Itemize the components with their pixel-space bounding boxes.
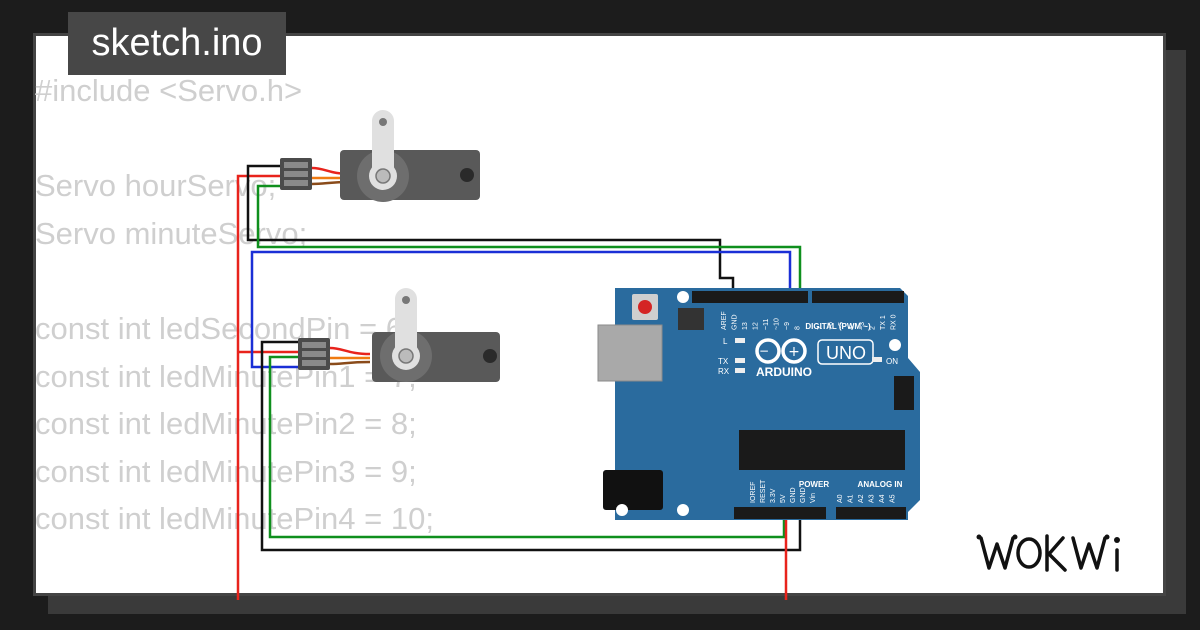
code-line: const int ledMinutePin3 = 9; [35, 453, 417, 489]
wire-green-top-servo [256, 184, 802, 298]
pin-label: 8 [795, 326, 802, 330]
code-line: #include <Servo.h> [35, 73, 303, 108]
pin-label: GND [790, 487, 797, 503]
analog-header-label: ANALOG IN [858, 480, 903, 489]
pin-label: ~3 [859, 322, 866, 330]
code-line: Servo hourServo; [35, 168, 277, 204]
pin-label: ~10 [774, 318, 781, 330]
arduino-logo-icon [755, 338, 807, 364]
file-tab[interactable]: sketch.ino [68, 12, 286, 75]
code-line: const int ledMinutePin1 = 7; [35, 358, 417, 394]
l-led-label: L [723, 337, 728, 346]
pin-label: A1 [848, 494, 855, 503]
pin-label: A4 [879, 494, 886, 503]
power-header-label: POWER [799, 480, 829, 489]
wire-green-bottom-servo [268, 355, 786, 539]
pin-label: 5V [780, 494, 787, 503]
pin-label: ~6 [828, 322, 835, 330]
pin-label: A3 [869, 494, 876, 503]
pin-label: A0 [837, 494, 844, 503]
pin-label: TX 1 [880, 315, 887, 330]
wokwi-logo [976, 534, 1120, 572]
pin-label: 13 [742, 322, 749, 330]
code-editor: #include <Servo.h> Servo hourServo; Servo … [35, 67, 434, 543]
tx-led-label: TX [718, 357, 729, 366]
digital-header-left [692, 291, 808, 303]
pin-label: RX 0 [891, 314, 898, 330]
svg-text:−: − [759, 344, 769, 358]
analog-header [836, 507, 906, 519]
preview-card [33, 33, 1166, 596]
code-line: Servo minuteServo; [35, 215, 308, 251]
arduino-model-label: UNO [826, 343, 866, 363]
on-led-label: ON [886, 357, 898, 366]
wires [236, 164, 802, 600]
pin-label: Vin [810, 493, 817, 503]
pin-label: ~5 [838, 322, 845, 330]
pin-label: 4 [849, 326, 856, 330]
pin-label: RESET [760, 479, 767, 503]
pin-label: 12 [753, 322, 760, 330]
wire-black-top-servo [246, 164, 735, 298]
pin-label: GND [800, 487, 807, 503]
pin-label: A5 [890, 494, 897, 503]
wire-black-bottom-servo [260, 340, 802, 552]
digital-header-label: DIGITAL (PWM ~) [805, 322, 871, 331]
arduino-brand-label: ARDUINO [756, 365, 812, 379]
servo-bottom [298, 288, 500, 382]
code-line: const int ledMinutePin4 = 10; [35, 501, 434, 537]
power-header [734, 507, 826, 519]
pin-label: 2 [870, 326, 877, 330]
pin-label: ~9 [784, 322, 791, 330]
arduino-uno-board: − + [597, 288, 920, 520]
usb-port [597, 324, 663, 382]
pin-label: AREF [721, 311, 728, 330]
atmega-chip [739, 430, 905, 470]
pin-label: 3.3V [770, 488, 777, 503]
pin-label: ~11 [763, 319, 770, 330]
dc-jack [603, 470, 663, 510]
pin-label: 7 [817, 326, 824, 330]
servo-top [280, 110, 480, 202]
wire-blue-bottom-servo [250, 250, 792, 369]
pin-label: GND [732, 314, 739, 330]
pin-label: A2 [858, 494, 865, 503]
code-line: const int ledMinutePin2 = 8; [35, 406, 417, 442]
wire-red-top-servo [236, 174, 282, 600]
svg-text:+: + [788, 344, 800, 360]
rx-led-label: RX [718, 367, 730, 376]
pin-label: IOREF [750, 482, 757, 503]
digital-header-right [812, 291, 904, 303]
